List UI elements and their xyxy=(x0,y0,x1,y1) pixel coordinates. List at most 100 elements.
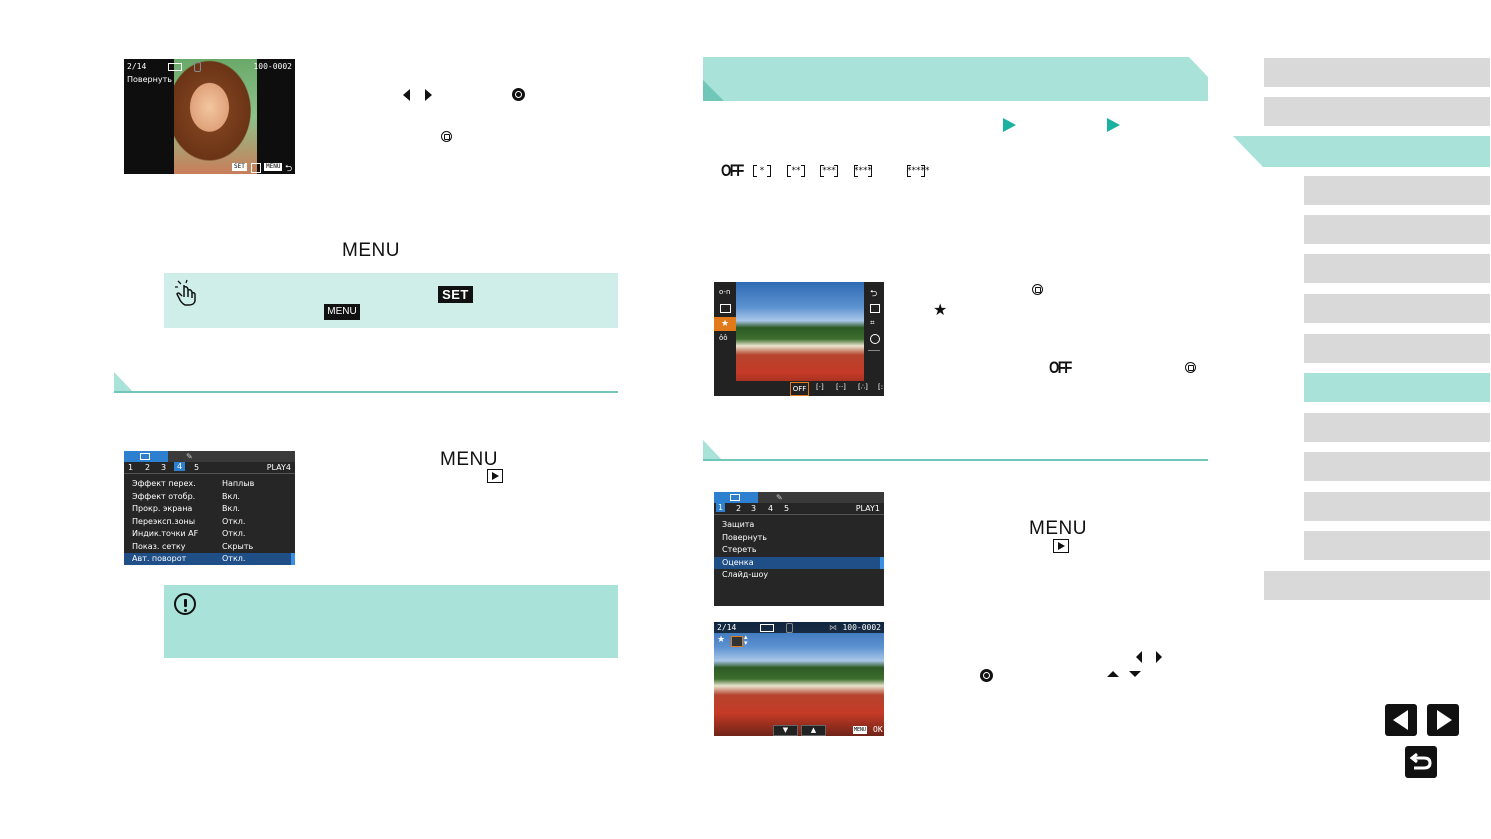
rating-3-icon: *** xyxy=(820,164,838,178)
footer-opt-2: [··] xyxy=(836,383,846,391)
nav-subtab-5[interactable] xyxy=(1304,334,1490,363)
menu-row: Эффект отобр.Вкл. xyxy=(132,491,240,501)
page-tab-2: 2 xyxy=(736,504,742,513)
footer-opt-4: [::] xyxy=(878,383,884,391)
up-arrow-icon xyxy=(1107,671,1119,677)
menu-row: Повернуть xyxy=(722,532,767,542)
page-tab-4: 4 xyxy=(768,504,774,513)
page-tab-5: 5 xyxy=(784,504,790,513)
up-button: ▲ xyxy=(801,725,826,736)
right-arrow-icon xyxy=(1156,651,1162,663)
wrench-icon: ✎ xyxy=(776,493,783,502)
file-number: 100-0002 xyxy=(842,623,881,632)
set-label: SET xyxy=(232,163,247,171)
nav-subtab-2[interactable] xyxy=(1304,215,1490,244)
menu-row-selected: Оценка xyxy=(714,556,884,569)
next-page-button[interactable] xyxy=(1427,704,1459,736)
rating-quick-screen: o-n ★ ôô ⮌ ⌗ OFF [·] [··] [∴] [::] xyxy=(714,282,884,396)
quick-footer: OFF [·] [··] [∴] [::] xyxy=(714,381,884,396)
prev-page-button[interactable] xyxy=(1385,704,1417,736)
nav-subtab-active[interactable] xyxy=(1304,373,1490,402)
prev-page-icon xyxy=(1393,710,1408,730)
menu-tabbar: ✎ xyxy=(714,492,884,503)
rating-1-icon: * xyxy=(753,164,771,178)
teal-arrow-icon xyxy=(1107,118,1120,132)
ok-label: OK xyxy=(873,725,883,734)
return-icon xyxy=(1409,752,1432,770)
page-tab-3: 3 xyxy=(161,463,167,472)
rating-screen: 2/14 ⋈ 100-0002 ★ ▴▾ ▼ ▲ MENU OK xyxy=(714,622,884,736)
menu-button-label: MENU xyxy=(1029,518,1087,539)
nav-tab-2[interactable] xyxy=(1264,97,1490,126)
raw-icon xyxy=(868,350,880,361)
nav-subtab-8[interactable] xyxy=(1304,452,1490,481)
down-button: ▼ xyxy=(773,725,798,736)
nav-subtab-10[interactable] xyxy=(1304,531,1490,560)
menu-button-label: MENU xyxy=(342,240,400,261)
menu-label: MENU xyxy=(264,163,283,171)
nav-tab-active[interactable] xyxy=(1233,136,1490,167)
page-tab-4: 4 xyxy=(174,462,186,471)
filter-icon xyxy=(870,334,880,344)
rotate-icon xyxy=(251,163,261,173)
playback-tab xyxy=(714,492,758,503)
teal-arrow-icon xyxy=(1003,118,1016,132)
playback-tab xyxy=(124,451,168,462)
left-arrow-icon xyxy=(403,89,410,101)
rotate-screen: 2/14 100-0002 Повернуть SET MENU ⮌ xyxy=(124,59,295,174)
control-dial-icon xyxy=(980,669,993,682)
menu-list: Защита Повернуть Стереть Оценка Слайд-шо… xyxy=(714,515,884,582)
rating-5-icon: ***** xyxy=(907,165,930,177)
page-tab-1: 1 xyxy=(716,503,726,512)
crop-icon: ⌗ xyxy=(870,318,875,327)
page-tab-2: 2 xyxy=(145,463,151,472)
menu-label: MENU xyxy=(853,726,868,734)
rating-2-icon: ** xyxy=(787,164,805,178)
func-set-button-icon xyxy=(1185,362,1196,373)
nav-subtab-3[interactable] xyxy=(1304,254,1490,283)
battery-icon xyxy=(760,624,774,632)
menu-badge: MENU xyxy=(324,304,360,320)
play4-menu-screen: ✎ 1 2 3 4 5 PLAY4 Эффект перех.Наплыв Эф… xyxy=(124,451,295,565)
footer-opt-3: [∴] xyxy=(858,383,868,391)
touch-hint-box: SET MENU xyxy=(164,273,618,328)
nav-subtab-1[interactable] xyxy=(1304,176,1490,205)
playback-tab-icon xyxy=(487,469,503,483)
rating-updown-icon: ▴▾ xyxy=(744,633,748,647)
resize-icon xyxy=(870,304,880,313)
right-arrow-icon xyxy=(425,89,432,101)
section-divider xyxy=(114,391,618,393)
section-marker xyxy=(703,440,722,460)
nav-tab-1[interactable] xyxy=(1264,58,1490,87)
nav-subtab-7[interactable] xyxy=(1304,413,1490,442)
nav-subtab-9[interactable] xyxy=(1304,492,1490,521)
return-button[interactable] xyxy=(1405,746,1437,778)
battery-icon xyxy=(168,63,182,71)
binoculars-icon: ôô xyxy=(719,334,728,342)
section-title-band xyxy=(703,57,1208,101)
section-divider xyxy=(703,459,1208,461)
touch-hand-icon xyxy=(175,279,196,306)
page-label: PLAY1 xyxy=(855,504,880,513)
nav-subtab-4[interactable] xyxy=(1304,294,1490,323)
playback-tab-icon xyxy=(1053,539,1069,553)
image-counter: 2/14 xyxy=(717,623,737,632)
star-menu-item: ★ xyxy=(714,317,736,331)
control-dial-icon xyxy=(512,88,525,101)
func-set-button-icon xyxy=(1032,284,1043,295)
screen-title: Повернуть xyxy=(127,75,172,84)
menu-row: Слайд-шоу xyxy=(722,570,769,579)
page-label: PLAY4 xyxy=(266,463,291,472)
menu-page-row: 1 2 3 4 5 PLAY4 xyxy=(124,462,295,474)
next-page-icon xyxy=(1437,710,1452,730)
rating-topbar xyxy=(714,622,884,633)
image-counter: 2/14 xyxy=(127,62,147,71)
key-icon: o-n xyxy=(719,288,731,296)
title-band-marker xyxy=(703,80,724,101)
playback-icon xyxy=(730,494,740,501)
menu-row: Эффект перех.Наплыв xyxy=(132,479,255,488)
nav-tab-last[interactable] xyxy=(1264,571,1490,600)
